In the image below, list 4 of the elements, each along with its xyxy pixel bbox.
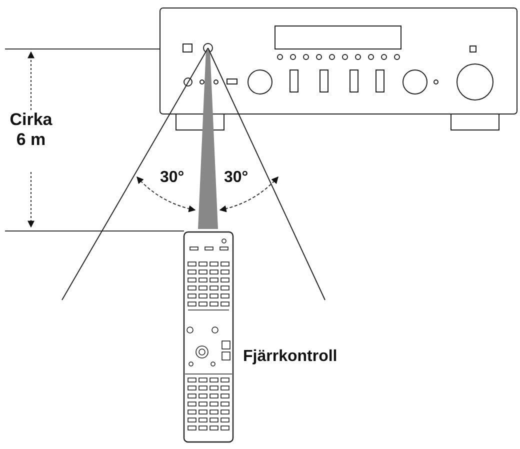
angle-label: 30° — [160, 168, 186, 188]
angle-label: 30° — [224, 168, 250, 188]
dimension-label: Cirka 6 m — [8, 110, 54, 151]
remote-control-label: Fjärrkontroll — [243, 347, 338, 366]
